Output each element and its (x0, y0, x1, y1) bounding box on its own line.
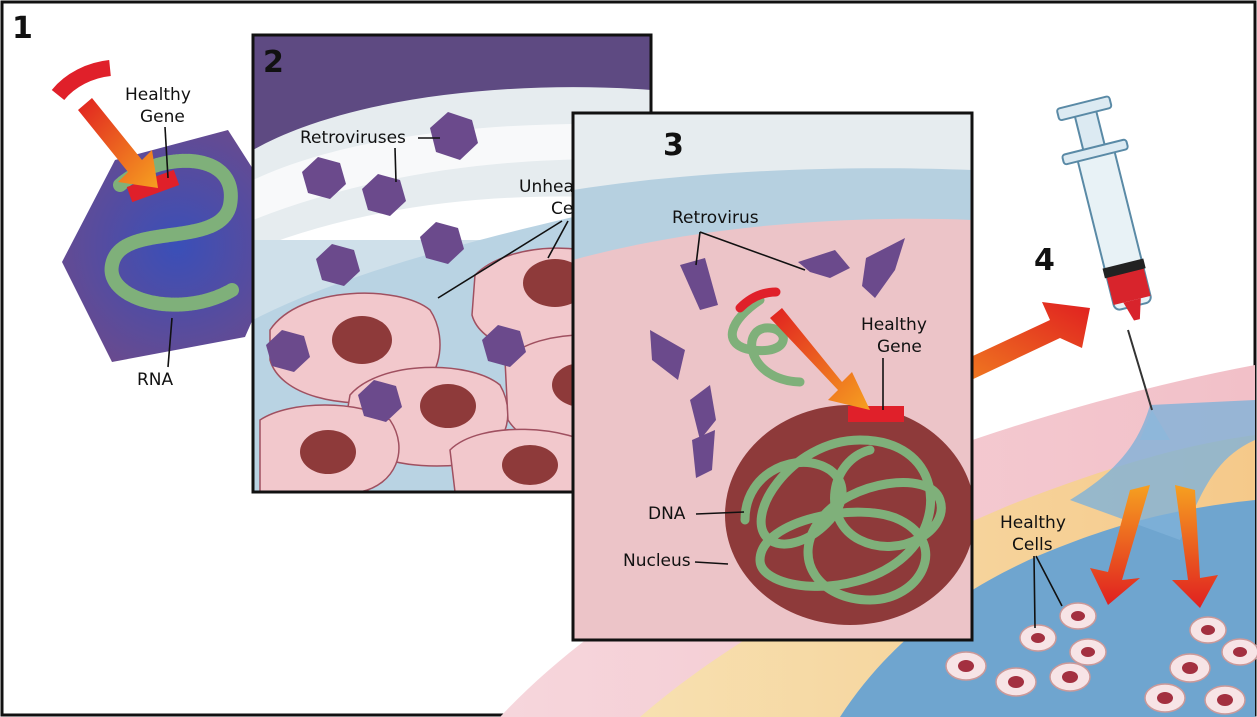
retrovirus-shell (680, 258, 718, 310)
healthy-gene-label-line1: Healthy (125, 85, 191, 105)
retrovirus-label: Retrovirus (672, 208, 759, 228)
healthy-gene-label-line2: Gene (140, 107, 185, 127)
retrovirus-shell (650, 330, 685, 380)
retrovirus-shell (798, 250, 850, 278)
retroviruses-label: Retroviruses (300, 128, 406, 148)
panel-1-number: 1 (12, 11, 33, 46)
retrovirus-shell (690, 385, 716, 440)
hexagon-virus-icon (266, 330, 310, 372)
arrow-icon (1172, 485, 1218, 608)
p3-healthy-gene-label-line2: Gene (877, 337, 922, 357)
healthy-cell (1169, 653, 1211, 683)
healthy-cell (1059, 602, 1097, 630)
retrovirus-leader (695, 231, 806, 271)
arrow-icon (1090, 485, 1150, 605)
healthy-cell (1069, 638, 1107, 666)
hexagon-virus-icon (358, 380, 402, 422)
panel-4-number: 4 (1034, 243, 1055, 278)
hexagon-virus-icon (430, 112, 478, 160)
healthy-cell (995, 667, 1037, 697)
healthy-cells-label-line1: Healthy (1000, 513, 1066, 533)
arrow-icon (770, 308, 870, 410)
healthy-cell (945, 651, 987, 681)
rna-leader (167, 317, 173, 368)
healthy-cell (1204, 685, 1246, 715)
healthy-cell (1221, 638, 1257, 666)
dna-label: DNA (648, 504, 686, 524)
rna-strand (727, 295, 805, 387)
nucleus-leader (694, 561, 729, 565)
unhealthy-cell (259, 404, 400, 492)
panel-3: 3 Retrovirus Healthy Gene DNA Nucleus (571, 111, 974, 642)
healthy-gene-fragment (735, 287, 781, 313)
hexagon-virus-icon (302, 157, 346, 199)
arrow-icon (78, 98, 158, 188)
unhealthy-cells-leader (437, 220, 569, 299)
hexagon-virus-icon (420, 222, 464, 264)
hexagon-virus-icon (482, 325, 526, 367)
rna-label: RNA (137, 370, 174, 390)
dna-strand (740, 435, 946, 605)
dna-leader (695, 511, 745, 515)
unhealthy-cell (449, 428, 609, 492)
healthy-cells (945, 602, 1257, 715)
p3-healthy-gene-label-line1: Healthy (861, 315, 927, 335)
panel-3-number: 3 (663, 128, 684, 163)
retroviruses-leader-b (394, 147, 397, 183)
hexagon-virus-icon (362, 174, 406, 216)
healthy-cell (1144, 683, 1186, 713)
nucleus-label: Nucleus (623, 551, 691, 571)
healthy-gene-fragment (51, 60, 112, 101)
healthy-gene-leader (164, 126, 169, 179)
healthy-cells-label-line2: Cells (1012, 535, 1053, 555)
healthy-gene-insert (848, 406, 904, 422)
panel-2-number: 2 (263, 45, 284, 80)
retrovirus-shell (692, 430, 715, 478)
healthy-cell (1049, 662, 1091, 692)
healthy-cell (1189, 616, 1227, 644)
retrovirus-shell (862, 238, 905, 298)
healthy-cell (1019, 624, 1057, 652)
hexagon-virus-icon (316, 244, 360, 286)
syringe-icon (1056, 95, 1170, 440)
healthy-cells-leader (1033, 555, 1063, 629)
